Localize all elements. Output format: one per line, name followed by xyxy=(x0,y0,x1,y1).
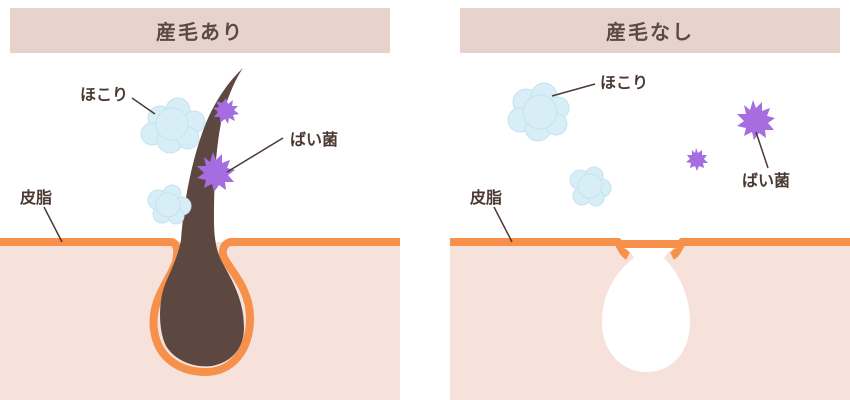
empty-pore xyxy=(602,248,690,372)
scene-without-hair xyxy=(450,82,850,400)
scene-with-hair xyxy=(0,68,400,400)
bacteria-label: ばい菌 xyxy=(290,130,339,149)
dust-particle xyxy=(507,82,570,142)
bacteria-particle xyxy=(686,148,708,171)
sebum-label: 皮脂 xyxy=(20,188,53,207)
bacteria-leader-line xyxy=(755,131,769,169)
bacteria-particle xyxy=(737,100,775,140)
sebum-layer-fill xyxy=(618,240,682,248)
dust-particle xyxy=(140,97,206,154)
sebum-leader-line xyxy=(493,206,513,243)
sebum-leader-line xyxy=(43,206,63,243)
dust-particle xyxy=(147,184,192,225)
bacteria-label: ばい菌 xyxy=(742,171,791,190)
dust-label: ほこり xyxy=(80,85,129,104)
bacteria-particle xyxy=(213,98,239,124)
dust-label: ほこり xyxy=(600,73,649,92)
panel-title: 産毛あり xyxy=(10,8,390,53)
panel-without-hair: 産毛なし ほこり ばい菌 皮脂 xyxy=(450,0,850,400)
bacteria-leader-line xyxy=(226,137,284,173)
hair xyxy=(160,68,244,367)
dust-leader-line xyxy=(551,83,596,97)
dust-leader-line xyxy=(131,97,156,115)
panel-title: 産毛なし xyxy=(460,8,840,53)
dust-particle xyxy=(569,166,612,207)
panel-with-hair: 産毛あり ほこり ばい菌 皮脂 xyxy=(0,0,400,400)
sebum-label: 皮脂 xyxy=(470,188,503,207)
bacteria-particle xyxy=(197,152,235,192)
